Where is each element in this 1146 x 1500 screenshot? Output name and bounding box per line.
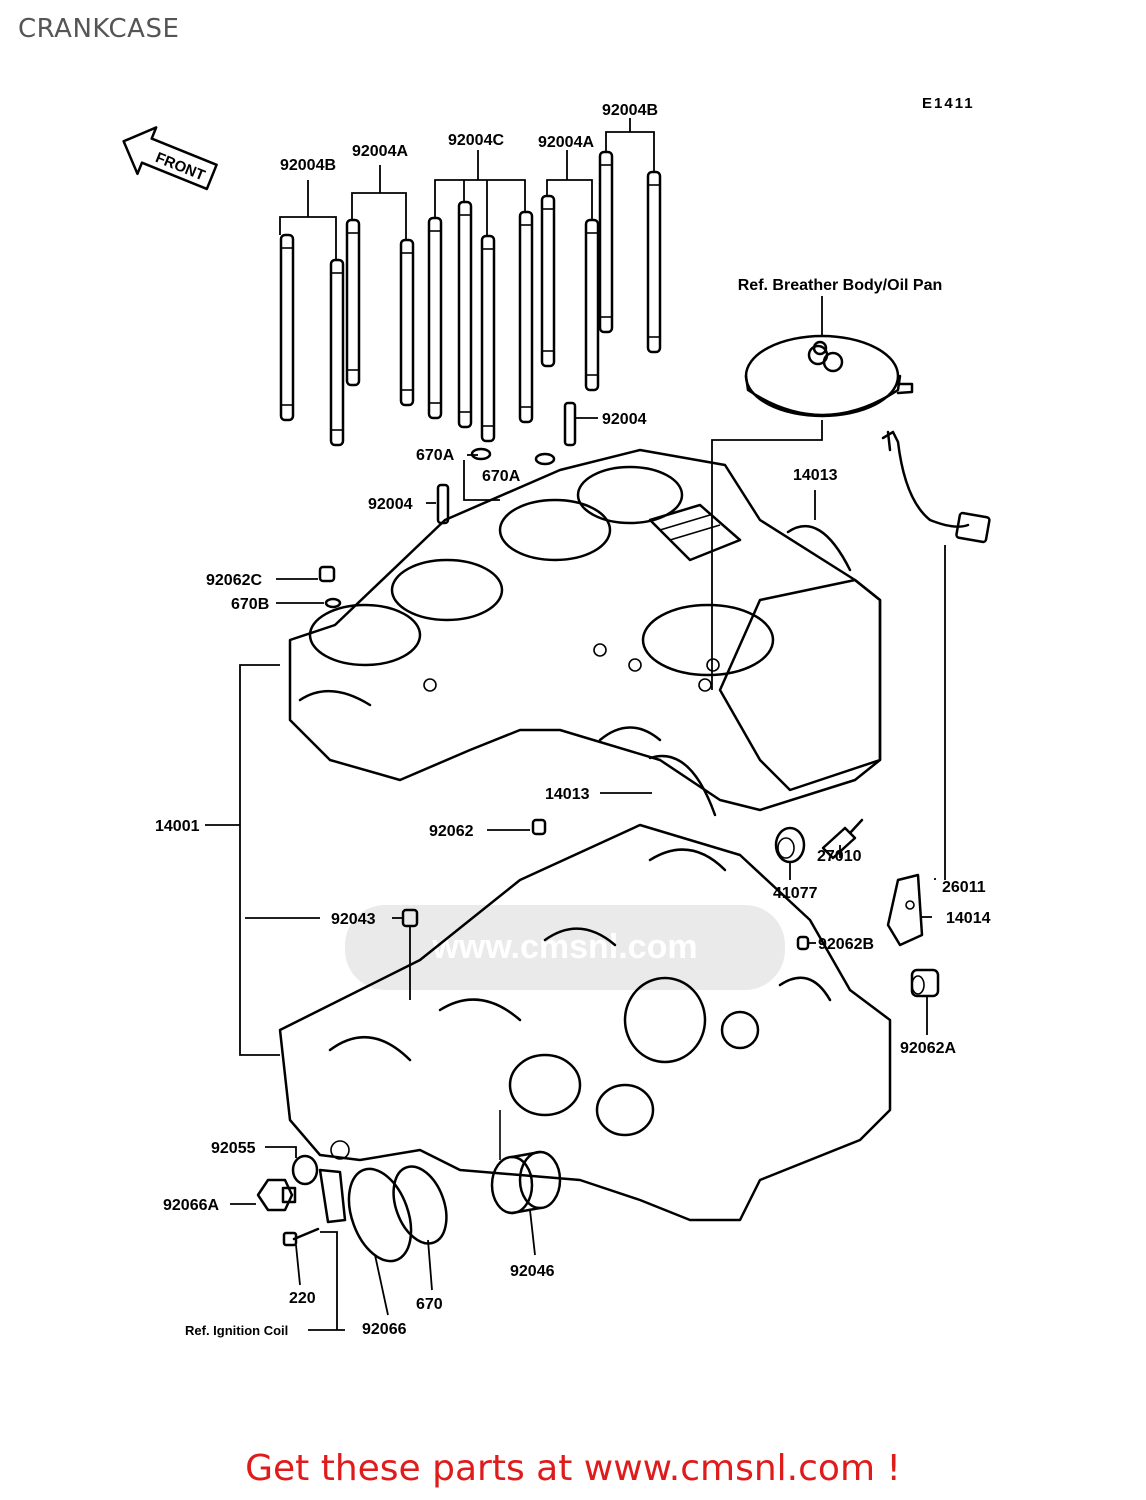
label-14014[interactable]: 14014 [946, 910, 991, 927]
watermark: www.cmsnl.com [345, 905, 785, 990]
label-92043[interactable]: 92043 [331, 911, 376, 928]
part-labels: 92004B 92004A 92004C 92004A 92004B Ref. … [155, 102, 991, 1338]
label-92004A-left[interactable]: 92004A [352, 143, 408, 160]
clamp-92066 [318, 1168, 347, 1224]
label-41077[interactable]: 41077 [773, 885, 818, 902]
label-14001[interactable]: 14001 [155, 818, 200, 835]
label-92004C[interactable]: 92004C [448, 132, 504, 149]
label-27010[interactable]: 27010 [817, 848, 862, 865]
label-92004-upper[interactable]: 92004 [602, 411, 647, 428]
drain-plug-92066A [256, 1178, 297, 1212]
short-stud [436, 483, 450, 525]
o-rings [318, 417, 598, 609]
label-ref-ignition[interactable]: Ref. Ignition Coil [185, 1323, 288, 1338]
stud-leaders [279, 118, 655, 260]
short-stud [563, 401, 577, 447]
label-670A-left[interactable]: 670A [416, 447, 455, 464]
label-14013-upper[interactable]: 14013 [793, 467, 838, 484]
label-92062[interactable]: 92062 [429, 823, 474, 840]
stud-bolt [480, 234, 496, 443]
crankcase-studs [279, 150, 662, 525]
label-ref-breather[interactable]: Ref. Breather Body/Oil Pan [738, 277, 943, 294]
front-arrow-icon: FRONT [122, 126, 218, 191]
stud-bolt [345, 218, 361, 387]
upper-crankcase [288, 448, 882, 812]
label-92004A-right[interactable]: 92004A [538, 134, 594, 151]
label-92004B-right[interactable]: 92004B [602, 102, 658, 119]
label-670B[interactable]: 670B [231, 596, 269, 613]
label-220[interactable]: 220 [289, 1290, 316, 1307]
stud-bolt [427, 216, 443, 420]
stud-bolt [584, 218, 600, 392]
footer-link[interactable]: Get these parts at www.cmsnl.com ! [245, 1448, 901, 1489]
breather-body-oil-pan [711, 296, 914, 690]
small-parts [256, 430, 991, 1263]
label-92062B[interactable]: 92062B [818, 936, 874, 953]
label-92004B-left[interactable]: 92004B [280, 157, 336, 174]
label-670A-right[interactable]: 670A [482, 468, 521, 485]
stud-bolt [329, 258, 345, 447]
watermark-text: www.cmsnl.com [431, 928, 697, 966]
cover-670 [347, 1165, 448, 1263]
label-92004-lower[interactable]: 92004 [368, 496, 413, 513]
diagram-code: E1411 [922, 95, 975, 112]
stud-bolt [646, 170, 662, 354]
stud-bolt [399, 238, 415, 407]
bearing-shells [648, 524, 852, 817]
page-title: CRANKCASE [18, 14, 180, 44]
label-670[interactable]: 670 [416, 1296, 443, 1313]
stud-bolt [279, 233, 295, 422]
label-26011[interactable]: 26011 [942, 879, 986, 896]
stud-bolt [540, 194, 556, 368]
oring-92055 [291, 1154, 319, 1186]
stud-bolt [598, 150, 614, 334]
label-92066A[interactable]: 92066A [163, 1197, 219, 1214]
wiring-26011 [881, 430, 991, 544]
leader-lines [205, 490, 946, 1331]
label-92062C[interactable]: 92062C [206, 572, 262, 589]
plug-41077 [774, 826, 806, 864]
bolt-220 [282, 1227, 320, 1247]
bracket-14014 [886, 873, 924, 947]
label-14013-lower[interactable]: 14013 [545, 786, 590, 803]
stud-bolt [518, 210, 534, 424]
lower-crankcase [278, 823, 892, 1222]
label-92055[interactable]: 92055 [211, 1140, 256, 1157]
label-92046[interactable]: 92046 [510, 1263, 555, 1280]
label-92062A[interactable]: 92062A [900, 1040, 956, 1057]
plug-92062A [910, 968, 940, 998]
bearing-92046 [490, 1150, 562, 1215]
label-92066[interactable]: 92066 [362, 1321, 407, 1338]
oil-pressure-switch [821, 818, 864, 860]
stud-bolt [457, 200, 473, 429]
